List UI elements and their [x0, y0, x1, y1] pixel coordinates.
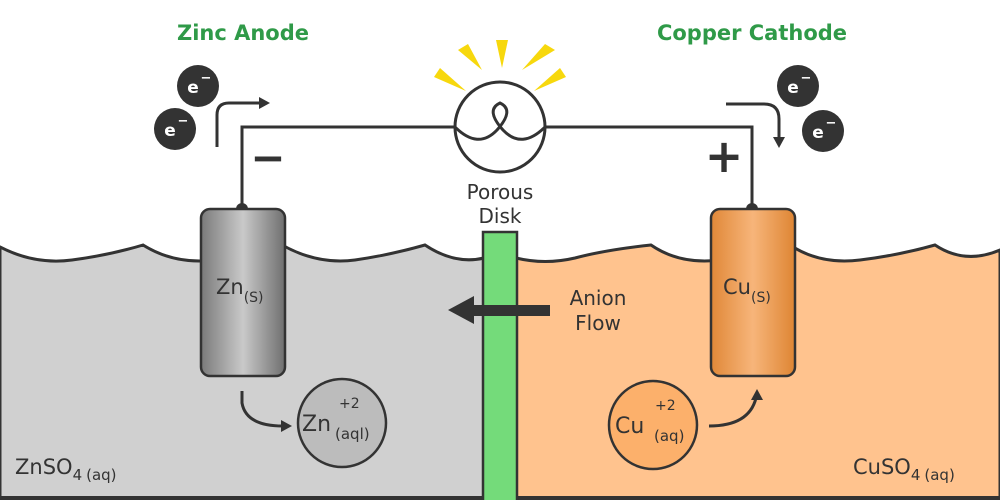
svg-text:+2: +2: [655, 398, 676, 414]
electron-icon: e −: [154, 108, 196, 150]
anode-title: Zinc Anode: [177, 21, 309, 45]
svg-text:+2: +2: [339, 396, 360, 412]
electron-flow-arrow-left: [215, 97, 270, 147]
positive-terminal-sign: +: [705, 129, 744, 183]
negative-terminal-sign: −: [250, 133, 285, 182]
light-bulb-icon: [453, 80, 547, 174]
svg-text:(aq): (aq): [654, 427, 684, 445]
znso4-label: ZnSO4(aq): [15, 455, 117, 484]
zinc-ion: Zn +2 (aql): [296, 377, 388, 469]
svg-text:Cu: Cu: [615, 414, 644, 439]
svg-text:e: e: [164, 121, 176, 141]
electron-icon: e −: [802, 110, 844, 152]
svg-text:−: −: [178, 114, 189, 129]
porous-disk-label-line2: Disk: [479, 204, 522, 228]
anion-flow-label-line2: Flow: [575, 311, 621, 335]
zinc-electrode-label: Zn(S): [216, 275, 264, 306]
copper-ion: Cu +2 (aq): [607, 379, 699, 471]
zinc-electrode: [199, 207, 287, 378]
electron-flow-arrow-right: [726, 102, 785, 148]
svg-text:−: −: [801, 71, 812, 86]
copper-ion-arrow: [708, 389, 763, 428]
bulb-rays-icon: [434, 40, 566, 91]
circuit-wire: [240, 125, 754, 208]
cathode-title: Copper Cathode: [657, 21, 847, 45]
copper-electrode-label: Cu(S): [723, 275, 771, 306]
zinc-ion-arrow: [240, 391, 292, 432]
anion-flow-label-line1: Anion: [570, 286, 627, 310]
electron-icon: e −: [177, 65, 219, 107]
svg-text:−: −: [201, 71, 212, 86]
svg-text:(aql): (aql): [335, 425, 370, 443]
svg-text:−: −: [826, 116, 837, 131]
porous-disk-label-line1: Porous: [467, 180, 534, 204]
svg-text:Zn: Zn: [302, 412, 331, 437]
svg-text:e: e: [787, 78, 799, 98]
cuso4-label: CuSO4(aq): [853, 455, 955, 484]
electron-icon: e −: [777, 65, 819, 107]
anion-flow-arrow: [448, 296, 550, 324]
copper-electrode: [709, 207, 797, 378]
svg-text:e: e: [187, 78, 199, 98]
porous-disk: [481, 230, 519, 500]
svg-text:e: e: [812, 123, 824, 143]
